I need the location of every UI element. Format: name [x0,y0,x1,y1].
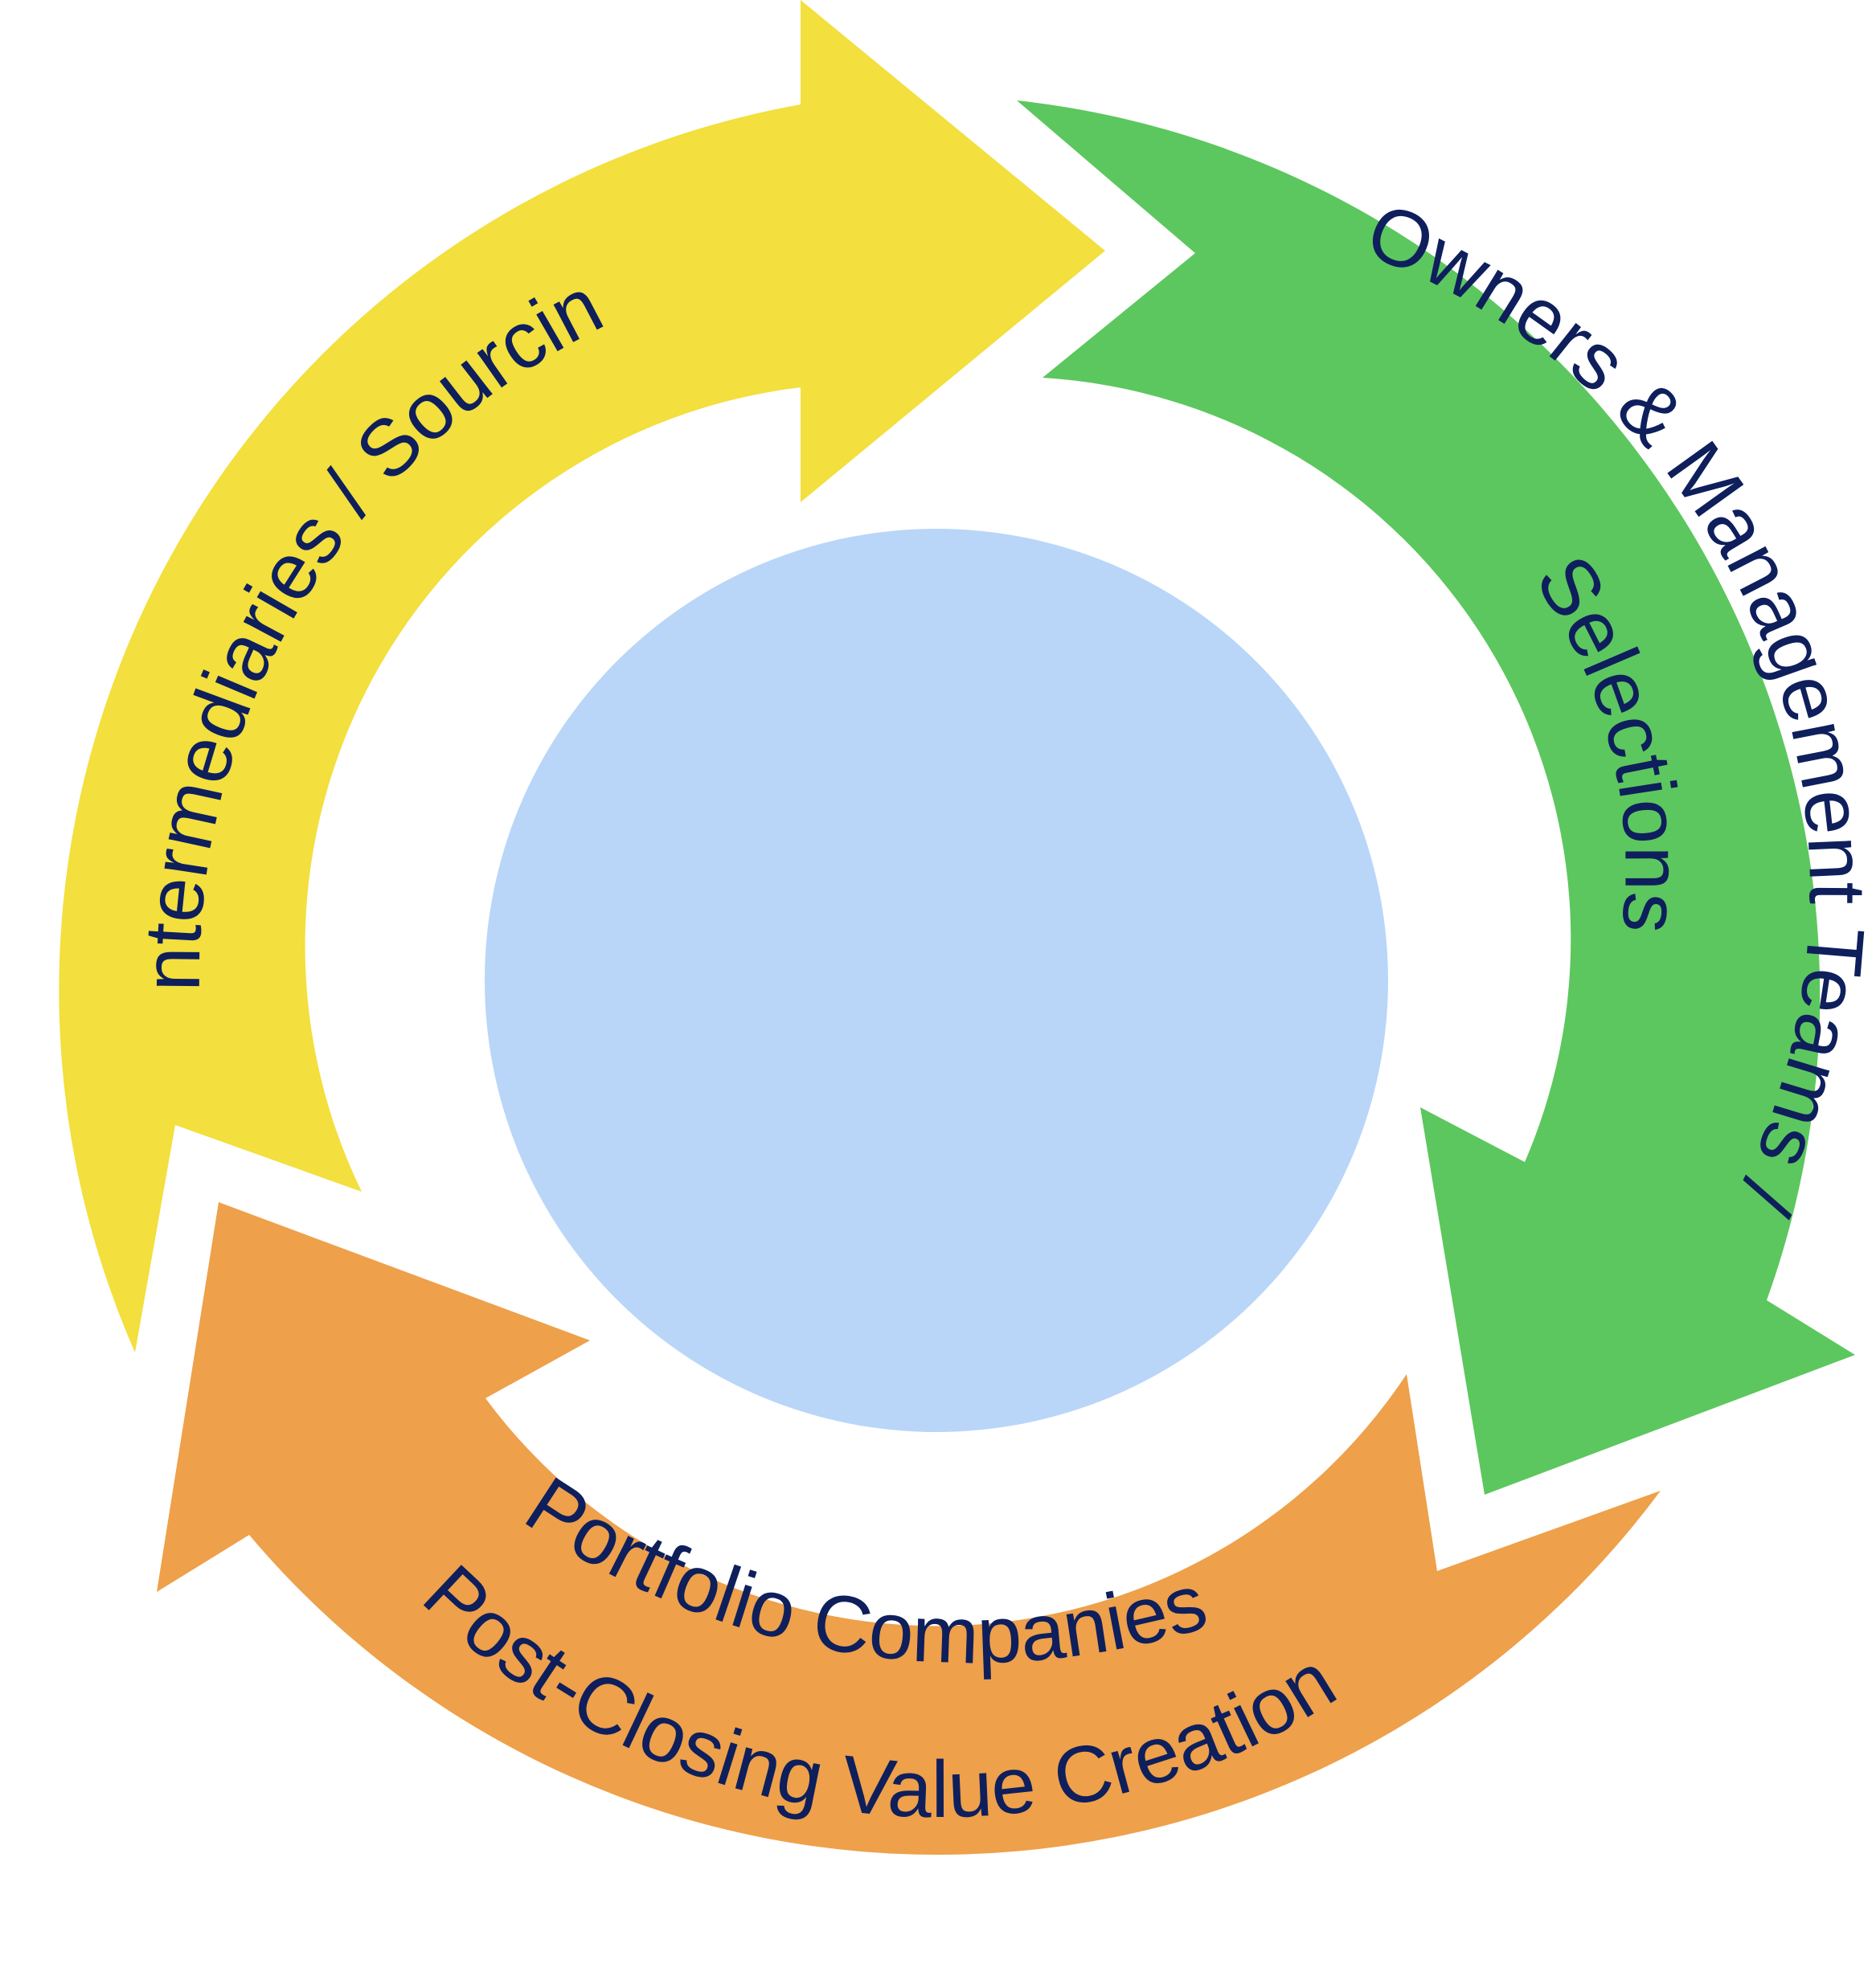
selection-arrow [1017,100,1855,1495]
value-creation-arrow [157,1202,1661,1856]
center-circle [485,529,1388,1432]
sourcing-arrow [59,0,1106,1352]
